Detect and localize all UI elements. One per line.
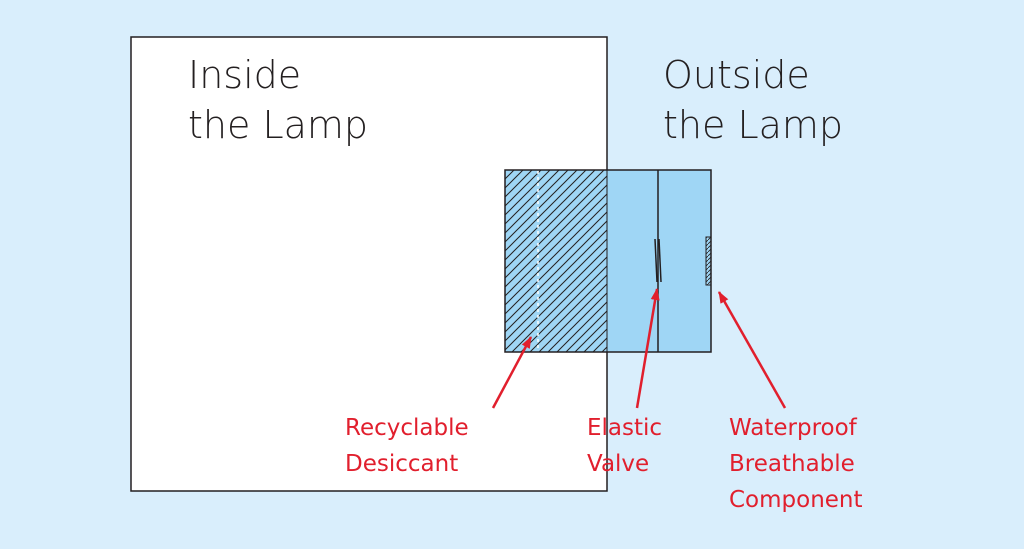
desiccant-chamber bbox=[505, 170, 607, 352]
membrane-callout: Waterproof Breathable Component bbox=[729, 410, 863, 518]
membrane-callout-line-2: Breathable bbox=[729, 451, 855, 477]
valve-callout-line-2: Valve bbox=[587, 451, 650, 477]
desiccant-arrow bbox=[491, 336, 533, 409]
valve-arrow bbox=[635, 288, 660, 409]
valve-callout: Elastic Valve bbox=[587, 410, 662, 482]
membrane-arrow bbox=[717, 291, 787, 409]
inside-heading-line-2: the Lamp bbox=[188, 103, 369, 147]
desiccant-callout-line-2: Desiccant bbox=[345, 451, 459, 477]
desiccant-callout-line-1: Recyclable bbox=[345, 415, 469, 441]
membrane-callout-line-3: Component bbox=[729, 487, 863, 513]
inside-lamp-heading: Inside the Lamp bbox=[188, 50, 368, 150]
outside-heading-line-1: Outside bbox=[663, 53, 810, 97]
breathable-membrane bbox=[705, 236, 712, 286]
membrane-callout-line-1: Waterproof bbox=[729, 415, 857, 441]
outside-lamp-heading: Outside the Lamp bbox=[663, 50, 843, 150]
valve-callout-line-1: Elastic bbox=[587, 415, 663, 441]
elastic-valve-flap bbox=[654, 238, 662, 283]
desiccant-callout: Recyclable Desiccant bbox=[345, 410, 469, 482]
inside-heading-line-1: Inside bbox=[188, 53, 302, 97]
outside-heading-line-2: the Lamp bbox=[663, 103, 844, 147]
